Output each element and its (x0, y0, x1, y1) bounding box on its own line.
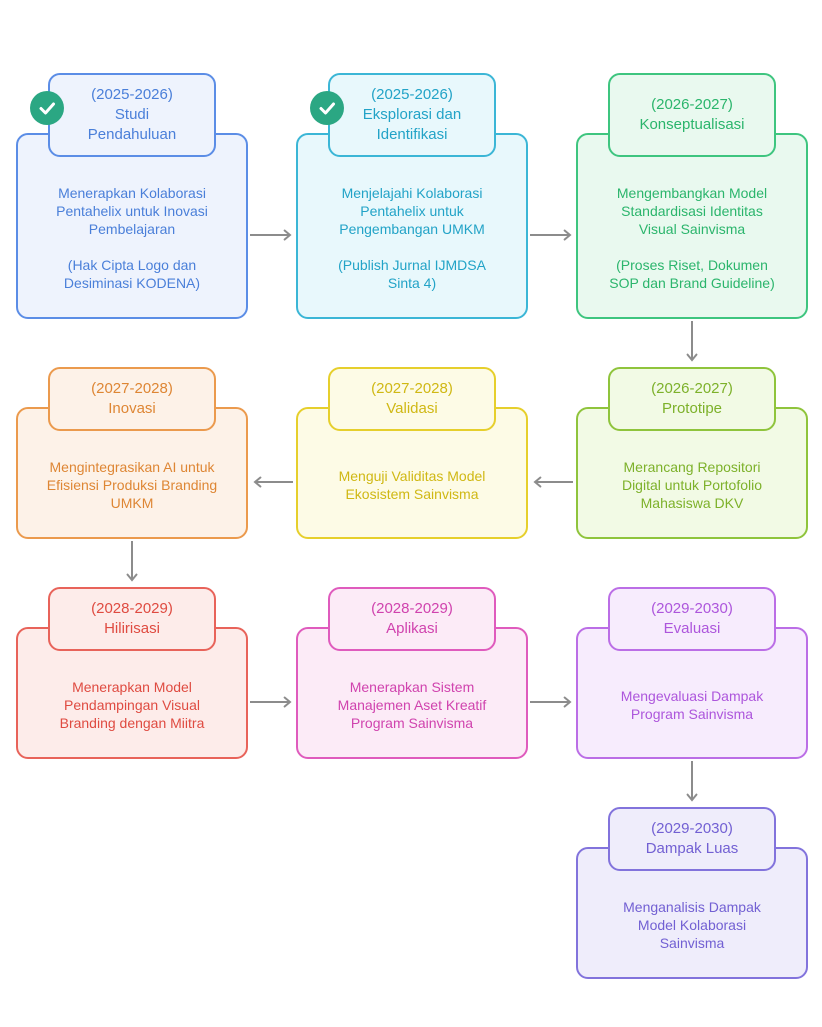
description-line: Efisiensi Produksi Branding (46, 477, 218, 493)
step-note-line: SOP dan Brand Guideline) (609, 275, 775, 291)
description-line: Mahasiswa DKV (640, 495, 744, 511)
description-line: Mengintegrasikan AI untuk (49, 459, 215, 475)
step-header: (2027-2028) Validasi (328, 367, 496, 431)
description-line: Pengembangan UMKM (339, 221, 485, 237)
description-line: Pentahelix untuk Inovasi (56, 203, 208, 219)
step-period: (2027-2028) (91, 380, 173, 397)
description-line: Program Sainvisma (630, 706, 754, 722)
step-title: Studi (114, 106, 150, 123)
step-note-line: (Proses Riset, Dokumen (616, 257, 768, 273)
flow-arrow (530, 229, 572, 241)
step-title: Validasi (386, 400, 438, 417)
step-note-line: (Publish Jurnal IJMDSA (338, 257, 486, 273)
description-line: Menerapkan Model (72, 679, 192, 695)
description-line: Menjelajahi Kolaborasi (341, 185, 483, 201)
step-period: (2029-2030) (651, 820, 733, 837)
step-title: Konseptualisasi (639, 116, 745, 133)
step-header: (2029-2030) Dampak Luas (608, 807, 776, 871)
description-line: UMKM (110, 495, 154, 511)
step-title: Dampak Luas (645, 840, 739, 857)
description-line: Menerapkan Kolaborasi (58, 185, 206, 201)
description-line: Pentahelix untuk (360, 203, 464, 219)
step-period: (2028-2029) (371, 600, 453, 617)
step-header: (2029-2030) Evaluasi (608, 587, 776, 651)
flow-arrow (686, 321, 698, 362)
check-icon (310, 91, 344, 125)
description-line: Branding dengan Miitra (59, 715, 205, 731)
flow-arrow (250, 696, 292, 708)
step-period: (2025-2026) (91, 86, 173, 103)
step-title: Prototipe (661, 400, 723, 417)
description-line: Program Sainvisma (350, 715, 474, 731)
description-line: Visual Sainvisma (638, 221, 746, 237)
description-line: Pembelajaran (88, 221, 176, 237)
description-line: Ekosistem Sainvisma (345, 486, 479, 502)
description-line: Model Kolaborasi (637, 917, 747, 933)
step-note-line: Desiminasi KODENA) (63, 275, 201, 291)
description-line: Menganalisis Dampak (623, 899, 761, 915)
step-period: (2025-2026) (371, 86, 453, 103)
step-period: (2028-2029) (91, 600, 173, 617)
step-note-line: (Hak Cipta Logo dan (67, 257, 197, 273)
step-title: Hilirisasi (104, 620, 160, 637)
step-period: (2027-2028) (371, 380, 453, 397)
step-header: (2027-2028) Inovasi (48, 367, 216, 431)
step-period: (2029-2030) (651, 600, 733, 617)
description-line: Manajemen Aset Kreatif (337, 697, 487, 713)
flow-arrow (250, 229, 292, 241)
flow-arrow (686, 761, 698, 802)
description-line: Standardisasi Identitas (621, 203, 763, 219)
step-title: Pendahuluan (87, 126, 177, 143)
step-period: (2026-2027) (651, 96, 733, 113)
check-icon (30, 91, 64, 125)
step-title: Evaluasi (663, 620, 721, 637)
step-note-line: Sinta 4) (387, 275, 437, 291)
description-line: Merancang Repositori (623, 459, 761, 475)
step-title: Aplikasi (386, 620, 438, 637)
flow-arrow (530, 696, 572, 708)
step-header: (2026-2027) Prototipe (608, 367, 776, 431)
description-line: Pendampingan Visual (64, 697, 200, 713)
description-line: Menguji Validitas Model (338, 468, 486, 484)
flow-arrow (253, 476, 293, 488)
description-line: Sainvisma (659, 935, 725, 951)
step-title: Inovasi (108, 400, 156, 417)
step-header: (2028-2029) Hilirisasi (48, 587, 216, 651)
description-line: Mengevaluasi Dampak (620, 688, 764, 704)
description-line: Digital untuk Portofolio (621, 477, 763, 493)
step-title: Eksplorasi dan (362, 106, 462, 123)
step-header: (2028-2029) Aplikasi (328, 587, 496, 651)
step-period: (2026-2027) (651, 380, 733, 397)
description-line: Mengembangkan Model (616, 185, 768, 201)
description-line: Menerapkan Sistem (349, 679, 475, 695)
step-title: Identifikasi (376, 126, 448, 143)
step-header: (2026-2027) Konseptualisasi (608, 73, 776, 157)
flow-arrow (126, 541, 138, 582)
flow-arrow (533, 476, 573, 488)
